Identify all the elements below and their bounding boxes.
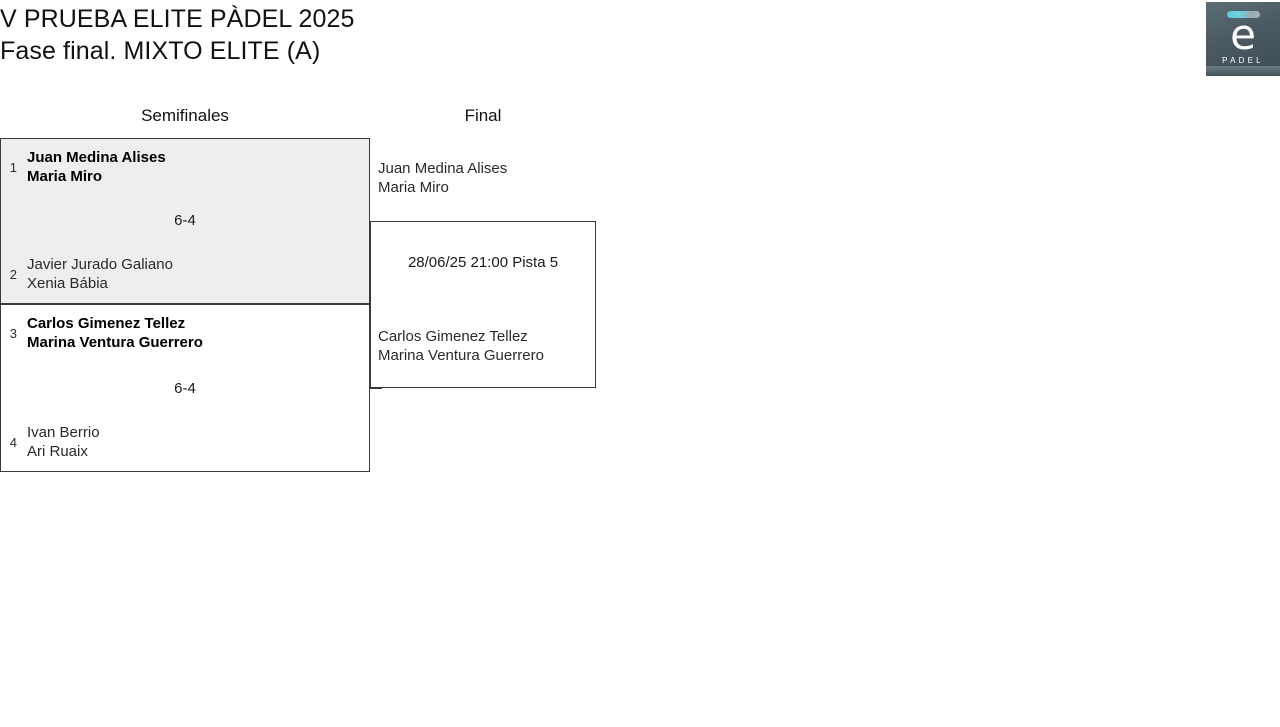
team-seed: 1	[9, 160, 17, 175]
player-name: Ivan Berrio	[27, 424, 100, 441]
player-name: Maria Miro	[378, 179, 449, 196]
player-name: Juan Medina Alises	[27, 149, 166, 166]
final-team-bottom[interactable]: Carlos Gimenez Tellez Marina Ventura Gue…	[378, 327, 544, 365]
logo-accent-bar-icon	[1227, 11, 1260, 18]
player-name: Marina Ventura Guerrero	[378, 347, 544, 364]
match-score: 6-4	[174, 212, 196, 229]
logo-footer-band	[1206, 66, 1280, 76]
final-match[interactable]	[370, 221, 596, 388]
player-name: Marina Ventura Guerrero	[27, 334, 203, 351]
team-names: Ivan Berrio Ari Ruaix	[27, 423, 100, 461]
team-row[interactable]: 1 Juan Medina Alises Maria Miro	[1, 148, 369, 186]
round-heading-final: Final	[464, 106, 502, 125]
team-seed: 3	[9, 326, 17, 341]
tournament-phase-subtitle: Fase final. MIXTO ELITE (A)	[0, 37, 321, 65]
tournament-header: V PRUEBA ELITE PÀDEL 2025 Fase final. MI…	[0, 0, 900, 66]
bracket-connector-bottom	[370, 388, 382, 389]
player-name: Maria Miro	[27, 168, 103, 185]
logo-e-mark-icon: e	[1230, 10, 1256, 59]
semifinal-match-1[interactable]: 1 Juan Medina Alises Maria Miro 2 Javier…	[0, 138, 370, 304]
player-name: Juan Medina Alises	[378, 160, 508, 177]
semifinal-match-2[interactable]: 3 Carlos Gimenez Tellez Marina Ventura G…	[0, 304, 370, 472]
team-row[interactable]: 2 Javier Jurado Galiano Xenia Bábia	[1, 255, 369, 293]
player-name: Xenia Bábia	[27, 275, 108, 292]
team-row[interactable]: 4 Ivan Berrio Ari Ruaix	[1, 423, 369, 461]
player-name: Carlos Gimenez Tellez	[27, 315, 186, 332]
tournament-title: V PRUEBA ELITE PÀDEL 2025	[0, 5, 355, 33]
team-names: Javier Jurado Galiano Xenia Bábia	[27, 255, 173, 293]
team-names: Juan Medina Alises Maria Miro	[27, 148, 166, 186]
match-score: 6-4	[174, 380, 196, 397]
team-names: Carlos Gimenez Tellez Marina Ventura Gue…	[27, 314, 203, 352]
round-heading-semifinals: Semifinales	[141, 106, 229, 125]
final-team-top[interactable]: Juan Medina Alises Maria Miro	[378, 159, 507, 197]
player-name: Ari Ruaix	[27, 443, 88, 460]
team-row[interactable]: 3 Carlos Gimenez Tellez Marina Ventura G…	[1, 314, 369, 352]
team-seed: 4	[9, 435, 17, 450]
player-name: Javier Jurado Galiano	[27, 256, 173, 273]
brand-logo: e PADEL	[1206, 2, 1280, 76]
team-seed: 2	[9, 267, 17, 282]
logo-wordmark: PADEL	[1222, 56, 1264, 65]
final-match-schedule: 28/06/25 21:00 Pista 5	[407, 254, 559, 271]
player-name: Carlos Gimenez Tellez	[378, 328, 528, 345]
